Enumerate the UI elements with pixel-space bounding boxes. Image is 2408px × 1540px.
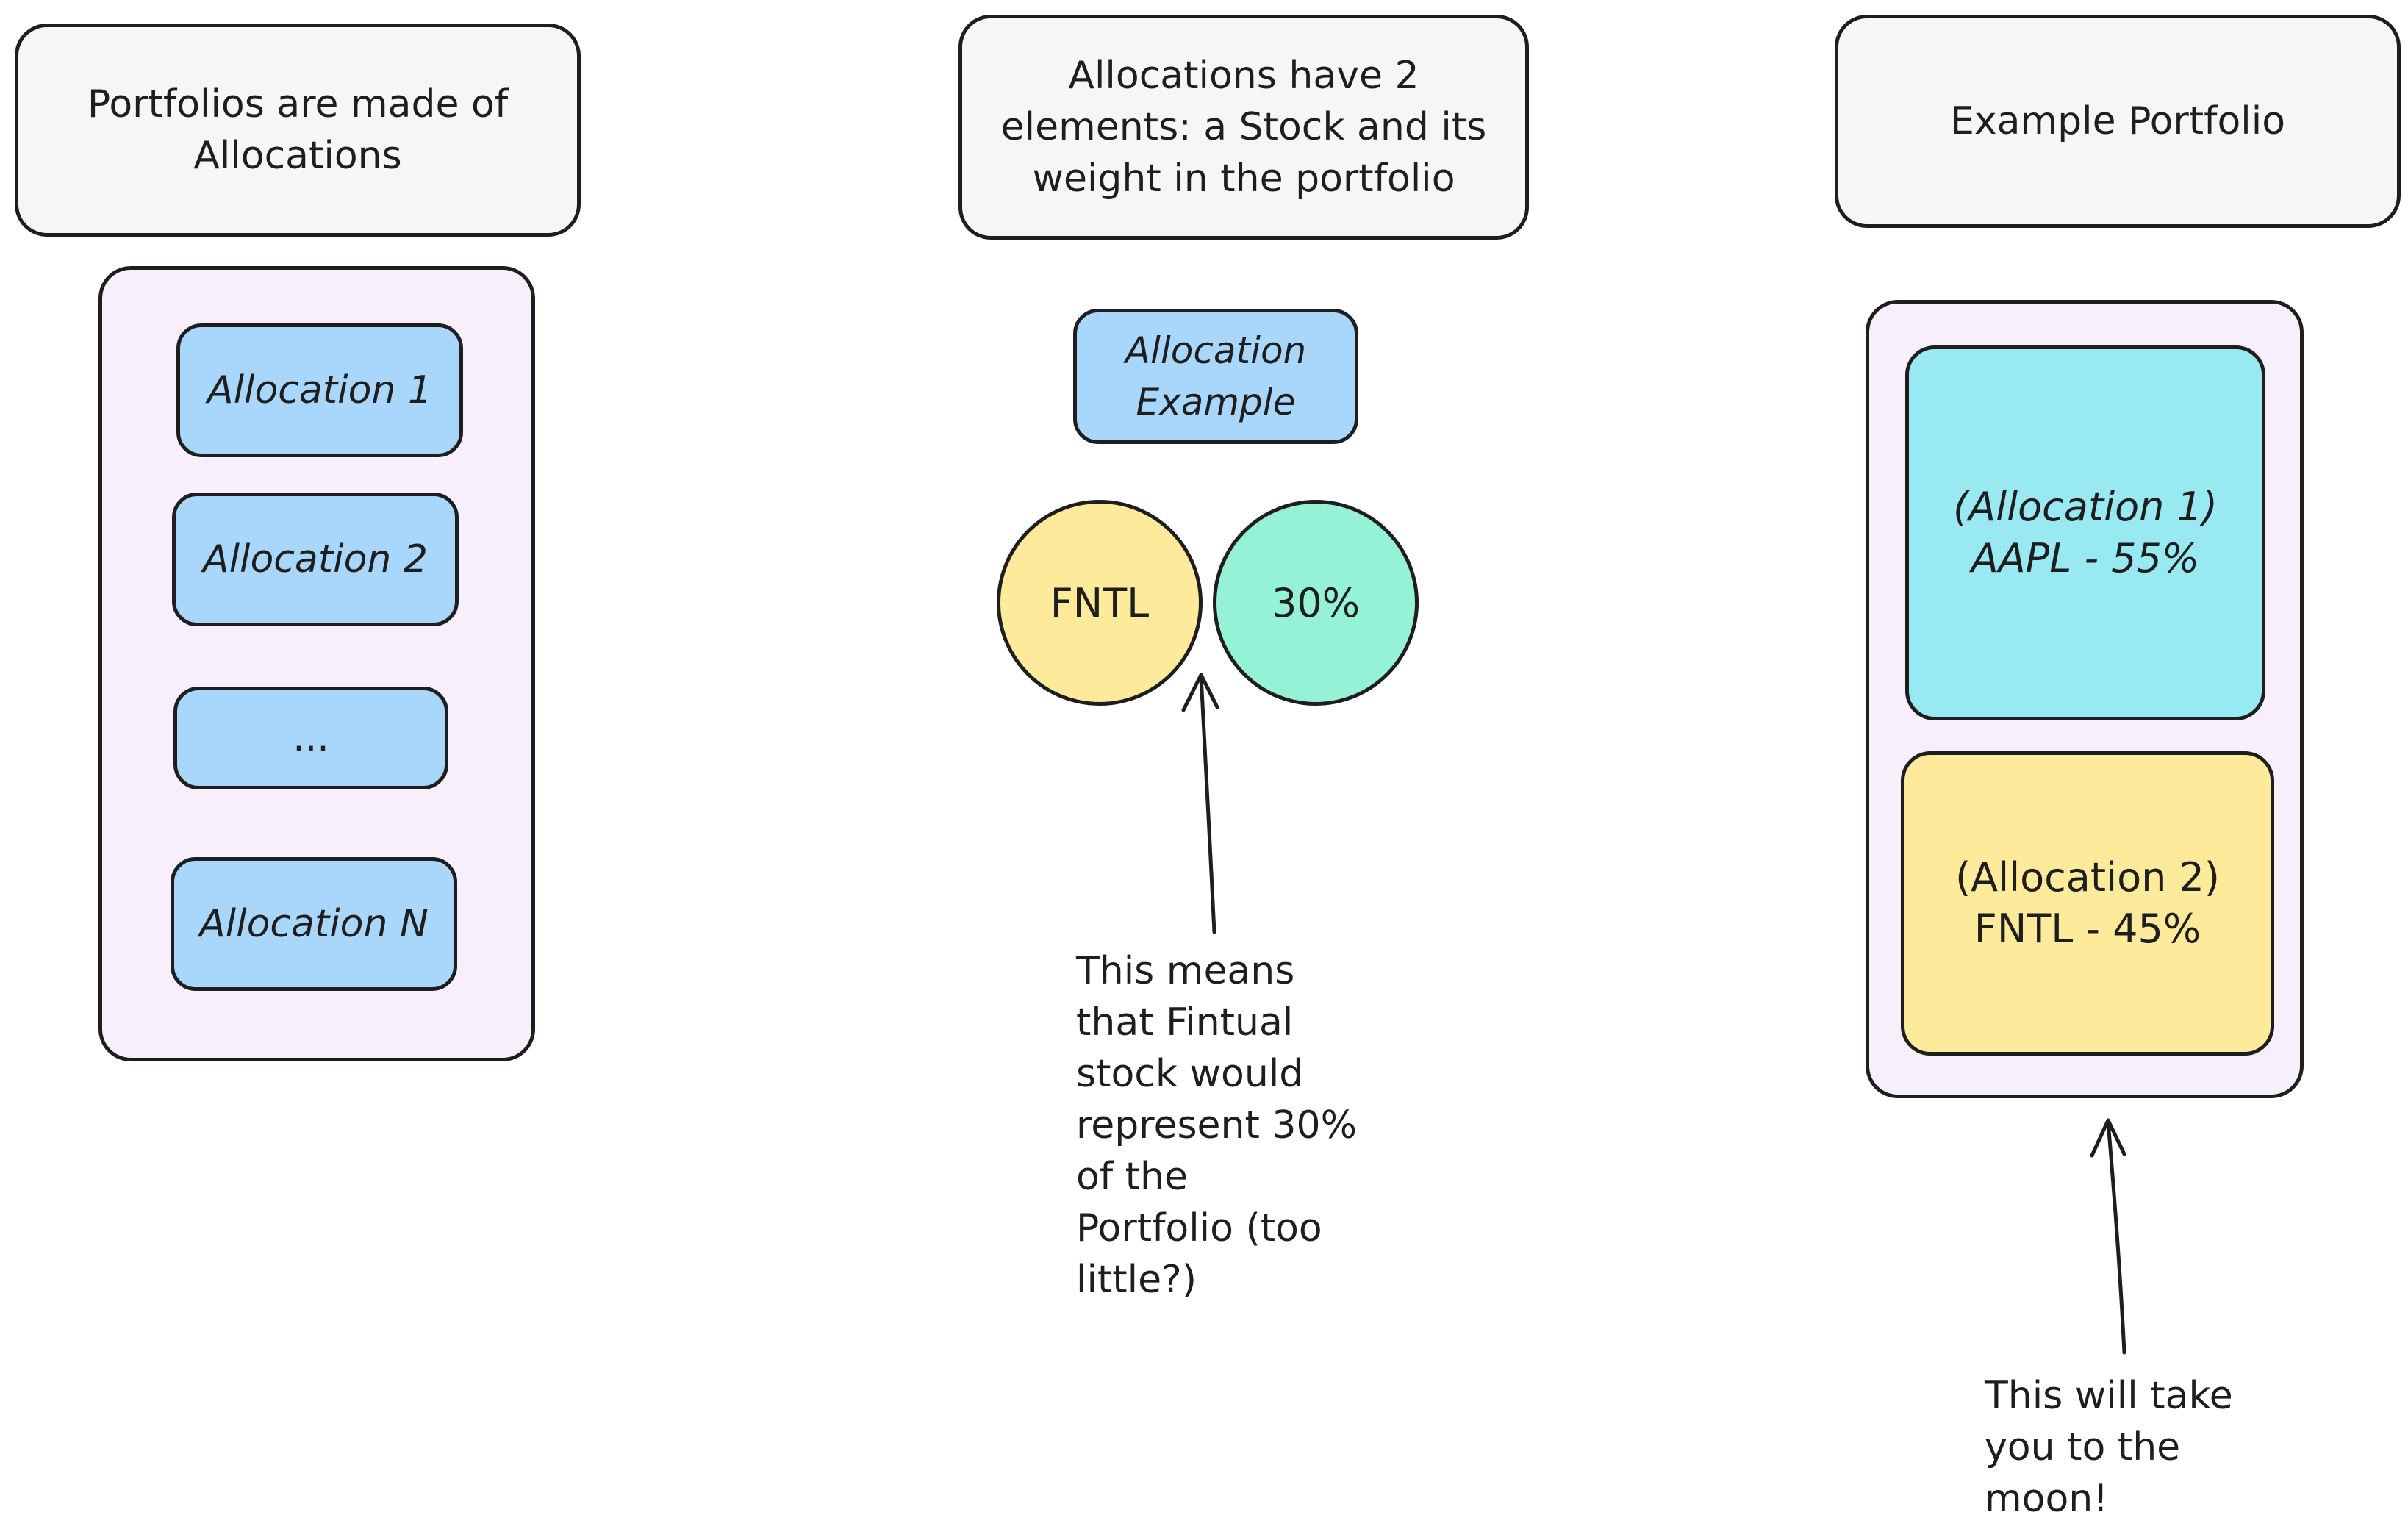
allocation-item-n: Allocation N	[171, 857, 457, 991]
allocation-item-ellipsis: ...	[173, 687, 448, 789]
arrow-to-portfolio	[2090, 1118, 2126, 1355]
allocation-example-box: Allocation Example	[1073, 309, 1358, 444]
header-portfolios: Portfolios are made of Allocations	[15, 24, 581, 237]
arrow-to-stock	[1181, 673, 1219, 934]
stock-circle: FNTL	[997, 500, 1203, 706]
allocation-note: This means that Fintual stock would repr…	[1076, 949, 1358, 1302]
allocation-item-2: Allocation 2	[172, 493, 459, 626]
moon-note: This will take you to the moon!	[1985, 1374, 2233, 1521]
example-allocation-aapl: (Allocation 1) AAPL - 55%	[1905, 345, 2265, 720]
header-allocations: Allocations have 2 elements: a Stock and…	[958, 15, 1529, 240]
allocation-item-1: Allocation 1	[176, 323, 463, 457]
example-allocation-fntl: (Allocation 2) FNTL - 45%	[1901, 751, 2274, 1056]
weight-circle: 30%	[1213, 500, 1419, 706]
header-example-portfolio: Example Portfolio	[1835, 15, 2401, 228]
